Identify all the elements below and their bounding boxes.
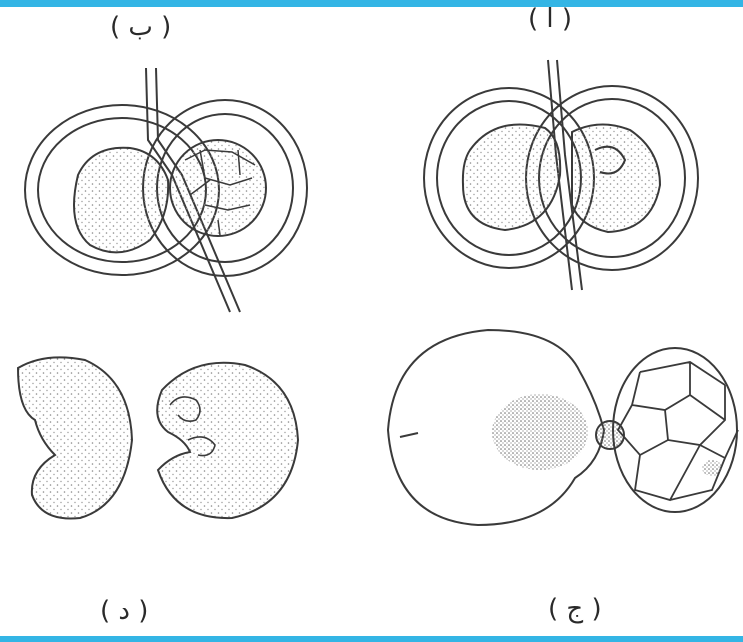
panel-c-cluster-cells [618, 362, 738, 500]
panel-d-right-half [157, 363, 298, 518]
panel-a-right-nucleus [572, 124, 660, 232]
panel-b-left-nucleus [74, 148, 168, 253]
panel-a-label: ( ا ) [528, 4, 572, 34]
panel-c-stippled-region [492, 394, 588, 470]
panel-c-figure [388, 330, 738, 525]
panel-a-left-nucleus [463, 124, 560, 230]
panel-c-cell-mark [400, 433, 418, 437]
panel-b-figure [25, 68, 307, 312]
panel-b-label: ( ب ) [110, 12, 171, 42]
panel-d-left-half [18, 357, 132, 518]
panel-c-cluster-dot [702, 460, 722, 476]
panel-c-label: ( ج ) [548, 594, 602, 624]
panel-d-figure [18, 357, 298, 518]
panel-a-figure [424, 60, 698, 290]
panel-c-cluster-outline [613, 348, 737, 512]
panel-d-label: ( د ) [100, 596, 148, 626]
